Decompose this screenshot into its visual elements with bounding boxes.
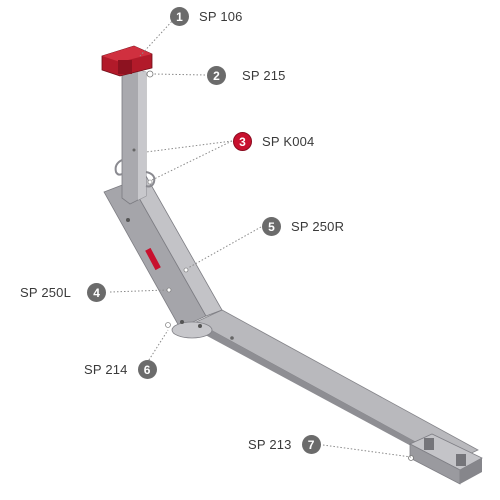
vertical-mast: [121, 69, 147, 205]
part-code-6: SP 214: [84, 362, 128, 377]
callout-1: 1 SP 106: [170, 7, 243, 26]
callout-number-6: 6: [137, 360, 157, 379]
callout-number-4: 4: [87, 283, 107, 302]
lower-arm-tube: [195, 309, 479, 468]
part-code-3: SP K004: [262, 134, 315, 149]
callout-2: 2 SP 215: [207, 66, 286, 85]
callout-3: 3 SP K004: [233, 132, 314, 151]
part-code-2: SP 215: [242, 68, 286, 83]
callout-number-1: 1: [170, 7, 189, 26]
leader-endpoints: [165, 322, 171, 328]
callout-number-7: 7: [301, 435, 321, 454]
callout-6: SP 214 6: [84, 360, 157, 379]
leader-lines: [109, 18, 412, 458]
part-code-7: SP 213: [248, 437, 292, 452]
top-clamp: [101, 45, 154, 78]
end-bracket: [408, 433, 483, 485]
callout-4: SP 250L 4: [20, 283, 107, 302]
part-code-5: SP 250R: [291, 219, 345, 234]
callout-5: 5 SP 250R: [262, 217, 344, 236]
part-code-1: SP 106: [199, 9, 243, 24]
red-label-plate: [145, 247, 161, 271]
callout-number-3: 3: [233, 132, 252, 151]
foot-pad: [171, 320, 213, 339]
callout-number-5: 5: [262, 217, 281, 236]
callout-7: SP 213 7: [248, 435, 321, 454]
callout-number-2: 2: [207, 66, 226, 85]
part-code-4: SP 250L: [20, 285, 72, 300]
side-hooks: [114, 159, 156, 188]
